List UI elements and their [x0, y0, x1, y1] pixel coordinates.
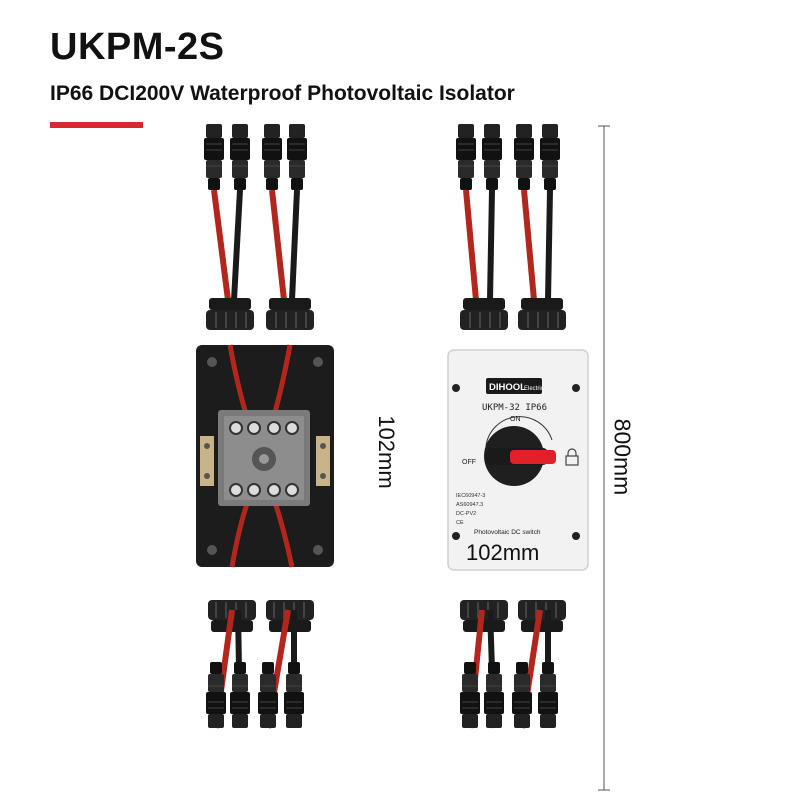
accent-bar	[50, 122, 143, 128]
page-subtitle: IP66 DCI200V Waterproof Photovoltaic Iso…	[50, 82, 515, 105]
closed-isolator	[447, 123, 589, 729]
standard-3: DC-PV2	[456, 511, 476, 517]
standard-4: CE	[456, 520, 464, 526]
width-dimension: 102mm	[466, 540, 540, 565]
lock-icon	[565, 448, 579, 466]
total-height-dimension: 800mm	[609, 418, 636, 496]
panel-footer: Photovoltaic DC switch	[474, 529, 541, 536]
left-height-dimension: 102mm	[374, 415, 399, 489]
brand-suffix: Electric	[524, 386, 544, 392]
open-isolator	[196, 123, 334, 729]
off-label: OFF	[462, 459, 476, 466]
brand-label: DIHOOL	[489, 382, 526, 393]
standard-2: AS60947.3	[456, 502, 483, 508]
standard-1: IEC60947-3	[456, 493, 485, 499]
on-label: ON	[510, 416, 521, 423]
page-title: UKPM-2S	[50, 26, 225, 68]
model-label: UKPM-32 IP66	[482, 403, 547, 413]
